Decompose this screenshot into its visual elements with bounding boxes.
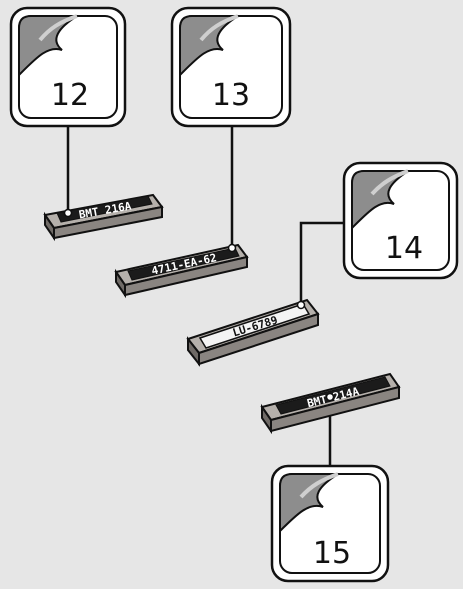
callout-14: 14 — [342, 161, 459, 280]
leader-line-14 — [299, 221, 344, 305]
page-curl-icon — [279, 473, 342, 534]
callout-label: 13 — [212, 78, 250, 113]
plate-bmt-216a: BMT 216A — [43, 193, 164, 242]
plate-lu-6789: LU-6789 — [186, 298, 320, 367]
callout-label: 14 — [385, 231, 423, 266]
callout-label: 15 — [313, 536, 351, 571]
callout-13: 13 — [170, 6, 292, 128]
page-curl-icon — [351, 170, 412, 231]
page-curl-icon — [18, 15, 81, 78]
page-curl-icon — [179, 15, 242, 78]
callout-12: 12 — [9, 6, 127, 128]
callout-label: 12 — [51, 78, 89, 113]
plate-bmt-214a: BMT 214A — [260, 372, 401, 435]
callout-15: 15 — [270, 464, 390, 583]
